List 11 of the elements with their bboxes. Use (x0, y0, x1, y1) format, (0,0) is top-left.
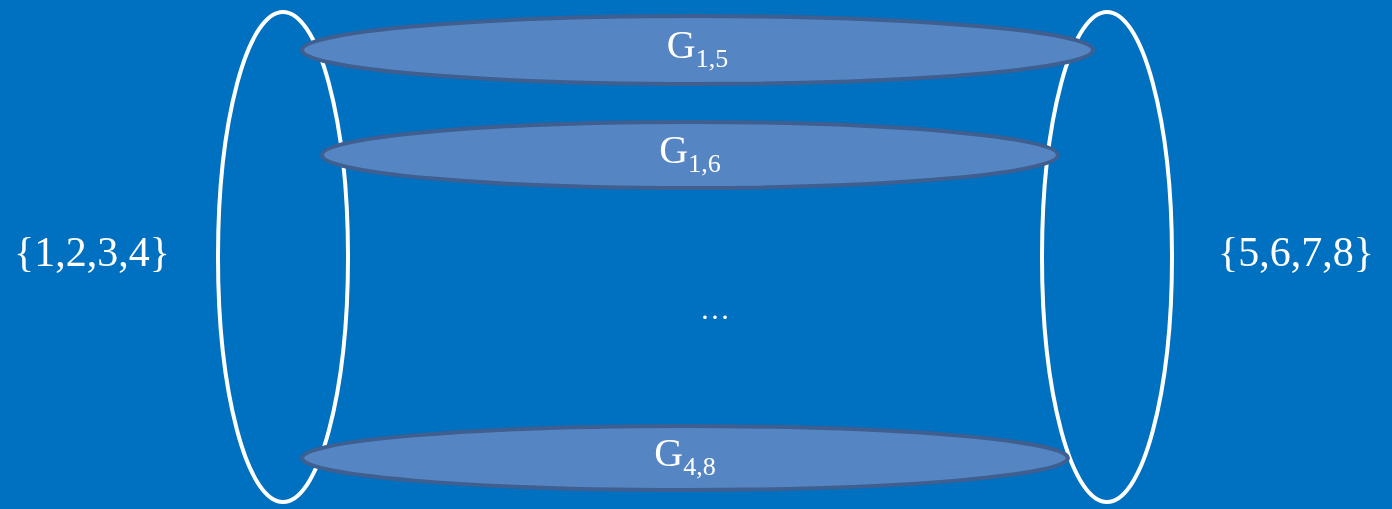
set-ellipse (216, 10, 350, 504)
set-ellipse (1040, 10, 1174, 504)
set-label: {5,6,7,8} (1218, 228, 1374, 276)
node-label: G$_{1,5}$ (666, 20, 729, 74)
group-ellipse (300, 14, 1095, 86)
group-ellipse (300, 424, 1070, 492)
group-ellipse (320, 120, 1060, 190)
set-label: {1,2,3,4} (14, 228, 170, 276)
node-label: G$_{1,6}$ (659, 125, 721, 179)
node-label: G$_{4,8}$ (654, 428, 716, 482)
ellipsis-label: … (700, 292, 730, 326)
